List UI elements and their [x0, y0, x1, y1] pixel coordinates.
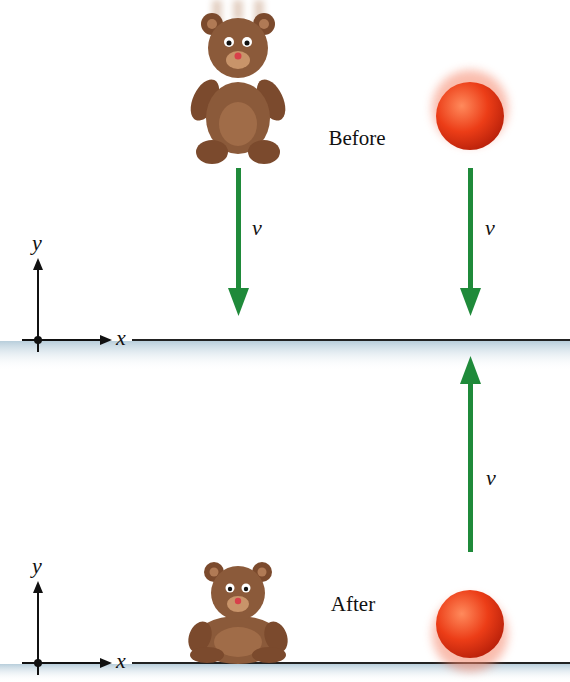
- teddy-bear-sitting-part: [210, 568, 219, 577]
- teddy-bear-sitting-part: [244, 587, 248, 591]
- teddy-bear-sitting: [184, 562, 292, 664]
- axis-label: y: [32, 232, 42, 254]
- velocity-label: v: [252, 217, 262, 239]
- teddy-bear-sitting-part: [258, 568, 267, 577]
- axes-bottom: [22, 581, 112, 675]
- axis-label: x: [116, 650, 126, 672]
- velocity-arrows-part: [468, 168, 473, 293]
- state-label: Before: [328, 128, 385, 149]
- ball-rising-part: [436, 590, 504, 658]
- velocity-arrows-part: [468, 380, 473, 552]
- teddy-bear-sitting-part: [226, 584, 235, 593]
- axes-bottom-part: [33, 581, 43, 593]
- teddy-bear-falling-part: [259, 19, 269, 29]
- teddy-bear-falling: [185, 0, 291, 164]
- teddy-bear-falling-part: [219, 102, 257, 146]
- teddy-bear-falling-part: [248, 140, 280, 164]
- axes-bottom-part: [34, 659, 42, 667]
- teddy-bear-falling-part: [207, 19, 217, 29]
- teddy-bear-sitting-part: [235, 598, 241, 604]
- velocity-arrows-part: [236, 168, 241, 293]
- teddy-bear-sitting-part: [211, 566, 265, 620]
- state-label: After: [331, 594, 375, 615]
- ground-bottom-part: [132, 662, 570, 664]
- ground-top: [0, 340, 570, 371]
- velocity-arrows-part: [460, 356, 481, 384]
- axes-top-part: [33, 258, 43, 270]
- teddy-bear-sitting-part: [252, 647, 286, 663]
- velocity-label: v: [486, 467, 496, 489]
- axes-top-part: [34, 336, 42, 344]
- teddy-bear-falling-part: [227, 41, 232, 46]
- teddy-bear-falling-part: [242, 37, 252, 47]
- axes-top-part: [100, 335, 112, 345]
- axis-label: x: [116, 327, 126, 349]
- ball-falling-part: [436, 82, 504, 150]
- teddy-bear-falling-part: [226, 51, 250, 69]
- teddy-bear-sitting-part: [228, 587, 232, 591]
- ball-rising: [432, 590, 508, 672]
- ground-top-part: [132, 339, 570, 341]
- teddy-bear-falling-part: [208, 18, 268, 78]
- teddy-bear-sitting-part: [242, 584, 251, 593]
- axes-top: [22, 258, 112, 352]
- velocity-arrows: [228, 168, 481, 552]
- axes-bottom-part: [100, 658, 112, 668]
- teddy-bear-falling-part: [224, 37, 234, 47]
- ball-falling: [432, 70, 508, 150]
- teddy-bear-falling-part: [196, 140, 228, 164]
- teddy-bear-sitting-part: [190, 647, 224, 663]
- axis-label: y: [32, 555, 42, 577]
- teddy-bear-falling-part: [235, 53, 242, 60]
- velocity-arrows-part: [460, 288, 481, 316]
- ground-top-part: [0, 341, 570, 371]
- teddy-bear-falling-part-part: [233, 0, 243, 20]
- velocity-label: v: [485, 217, 495, 239]
- velocity-arrows-part: [228, 288, 249, 316]
- teddy-bear-falling-part: [245, 41, 250, 46]
- teddy-bear-sitting-part: [227, 596, 249, 612]
